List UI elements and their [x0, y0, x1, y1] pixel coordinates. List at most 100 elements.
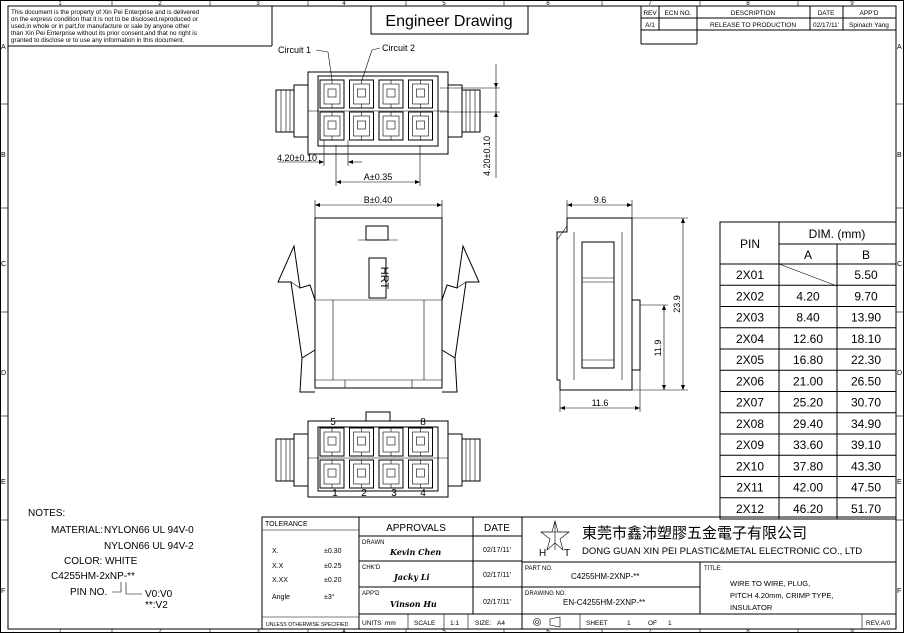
table-cell-b: 51.70: [851, 502, 881, 516]
dim-a: A±0.35: [364, 172, 392, 182]
company-name-cn: 東莞市鑫沛塑膠五金電子有限公司: [582, 524, 807, 542]
pin-cavity: [408, 79, 433, 109]
rev-cell: A/1: [645, 22, 655, 29]
zone-row-label: A: [897, 44, 902, 51]
zone-columns: 1 2 3 4 5 6 7 8 9 1 2 3 4 5 6 7 8 9: [58, 0, 854, 633]
notes: NOTES: MATERIAL: NYLON66 UL 94V-0 NYLON6…: [28, 508, 194, 611]
pin-cavity: [378, 459, 404, 489]
table-pin-header: PIN: [740, 237, 760, 251]
table-cell-a: 12.60: [793, 332, 823, 346]
pin-cavity: [349, 427, 374, 457]
disclaimer-line: on the express condition that it is not …: [11, 16, 198, 23]
drawn-label: DRAWN: [362, 540, 384, 546]
table-cell-b: 18.10: [851, 332, 881, 346]
table-cell-b: 22.30: [851, 353, 881, 367]
zone-row-label: F: [897, 588, 901, 595]
front-view: B±0.40 HRT: [277, 195, 480, 393]
table-cell-b: 30.70: [851, 396, 881, 410]
zone-row-label: B: [897, 152, 902, 159]
side-view: 9.6 23.9 11.9 11.6: [556, 195, 688, 412]
table-cell-b: 13.90: [851, 311, 881, 325]
rev-header: REV: [643, 10, 657, 17]
zone-col-label: 9: [850, 629, 854, 633]
pin-number-label: 5: [330, 417, 336, 428]
revision-block: REV ECN NO. DESCRIPTION DATE APP'D A/1 R…: [640, 5, 897, 45]
drawn-date: 02/17/11': [483, 547, 511, 554]
disclaimer-line: This document is the property of Xin Pei…: [11, 9, 199, 16]
dim-11-6: 11.6: [592, 398, 609, 408]
table-cell-a: 37.80: [793, 459, 823, 473]
sheet-total: 1: [668, 620, 672, 627]
zone-col-label: 4: [342, 1, 346, 7]
bottom-view: 5 8 1 2 3 4: [275, 411, 481, 499]
zone-col-label: 4: [342, 629, 346, 633]
zone-col-label: 2: [158, 1, 162, 7]
zone-row-label: D: [1, 370, 6, 377]
title-label: TITLE:: [704, 566, 722, 572]
title-box: [370, 5, 529, 35]
tolerance-value: ±0.30: [324, 548, 342, 555]
hrt-logo: HRT: [378, 267, 390, 290]
table-cell-pin: 2X07: [736, 396, 764, 410]
tolerance-value: ±0.25: [324, 563, 342, 570]
units-value: mm: [385, 620, 396, 627]
units-label: UNITS: [362, 620, 382, 627]
table-cell-pin: 2X01: [736, 268, 764, 282]
checked-date: 02/17/11': [483, 572, 511, 579]
zone-row-label: D: [897, 370, 902, 377]
pin-number-label: 8: [420, 417, 426, 428]
disclaimer-line: than Xin Pei Enterprise without its prio…: [11, 30, 197, 37]
pin-cavity: [349, 111, 374, 141]
title-line: WIRE TO WIRE, PLUG,: [730, 579, 810, 588]
sheet-label: SHEET: [586, 620, 608, 627]
zone-col-label: 7: [648, 629, 652, 633]
option-v2: **:V2: [145, 600, 168, 611]
pin-number-label: 4: [420, 488, 426, 499]
title-block: TOLERANCE X. ±0.30 X.X ±0.25 X.XX ±0.20 …: [261, 516, 897, 630]
pin-cavity: [349, 79, 374, 109]
pin-cavity: [349, 459, 374, 489]
notes-heading: NOTES:: [28, 508, 65, 519]
drawn-signature: Kevin Chen: [389, 547, 441, 557]
zone-row-label: F: [1, 588, 5, 595]
zone-col-label: 3: [256, 629, 260, 633]
disclaimer-line: used,in whole or in part,for manufacture…: [11, 23, 190, 30]
pin-number-label: 1: [332, 488, 338, 499]
title-line: INSULATOR: [730, 603, 773, 612]
pin-cavity: [378, 79, 404, 109]
top-view: Circuit 1 Circuit 2 4.20±0.10 A±0.35 4.2…: [275, 43, 500, 186]
rev-header: APP'D: [860, 10, 879, 17]
zone-col-label: 3: [256, 1, 260, 7]
pin-cavity: [378, 427, 404, 457]
zone-col-label: 5: [442, 629, 446, 633]
table-cell-b: 26.50: [851, 374, 881, 388]
zone-col-label: 9: [850, 1, 854, 7]
table-cell-b: 34.90: [851, 417, 881, 431]
table-cell-b: 9.70: [854, 289, 878, 303]
zone-col-label: 7: [648, 1, 652, 7]
rev-header: DATE: [818, 10, 836, 17]
logo-letter-h: H: [539, 548, 546, 559]
zone-row-label: E: [1, 479, 6, 486]
table-cell-pin: 2X08: [736, 417, 764, 431]
company-logo: H T: [539, 519, 570, 559]
dim-9-6: 9.6: [594, 195, 607, 205]
table-cell-b: 39.10: [851, 438, 881, 452]
table-cell-a: 42.00: [793, 481, 823, 495]
table-cell-b: 47.50: [851, 481, 881, 495]
table-cell-a: 21.00: [793, 374, 823, 388]
date-heading: DATE: [484, 523, 510, 534]
unless-specified: UNLESS OTHERWISE SPECIFIED: [266, 622, 349, 628]
pin-no-label: PIN NO.: [70, 587, 107, 598]
scale-value: 1:1: [450, 620, 459, 627]
